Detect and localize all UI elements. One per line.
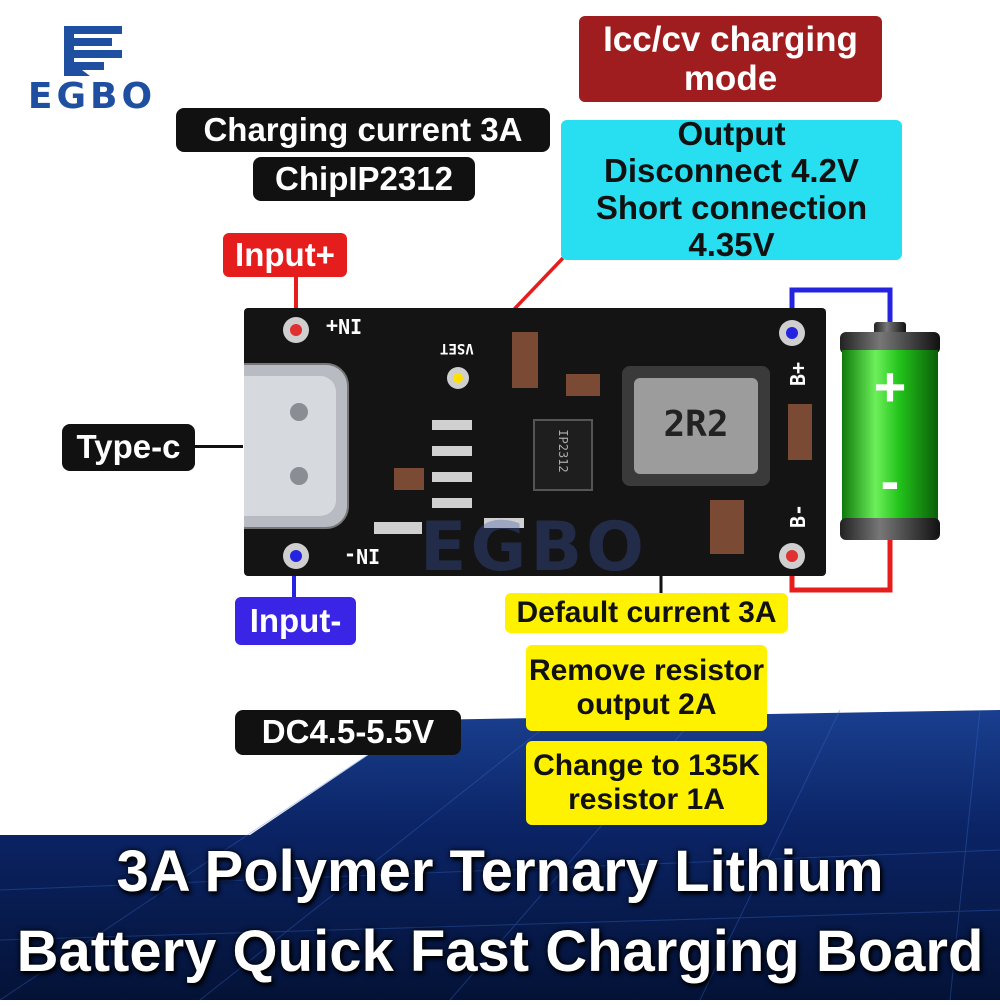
pin-b-plus-label: B+: [786, 361, 811, 387]
output-label: Output Disconnect 4.2V Short connection …: [561, 115, 902, 263]
board-watermark: EGBO: [420, 508, 648, 587]
chip-marking: IP2312: [556, 429, 570, 473]
default-current-label: Default current 3A: [505, 593, 788, 633]
type-c-label: Type-c: [62, 424, 195, 471]
change-resistor-line-2: resistor 1A: [568, 783, 725, 816]
pcb-board: IN+ IN- B+ B- VSET 2R2 IP2312 EGBO: [215, 308, 826, 587]
title-line-2: Battery Quick Fast Charging Board: [16, 919, 984, 984]
output-line-1: Output: [677, 115, 786, 153]
remove-resistor-line-1: Remove resistor: [528, 654, 765, 688]
mounting-holes: [283, 317, 805, 569]
inductor-marking: 2R2: [663, 404, 729, 445]
type-c-pointer: [195, 445, 243, 448]
pin-in-plus-label: IN+: [326, 314, 363, 338]
voltage-label: DC4.5-5.5V: [235, 710, 461, 755]
battery: + -: [838, 320, 942, 545]
output-line-3: Short connection 4.35V: [595, 189, 868, 263]
remove-resistor-line-2: output 2A: [576, 688, 717, 721]
change-resistor-label: Change to 135K resistor 1A: [526, 741, 767, 825]
change-resistor-line-1: Change to 135K: [533, 749, 760, 783]
pin-b-minus-label: B-: [786, 503, 811, 529]
battery-minus-symbol: -: [880, 449, 900, 512]
logo-mark-icon: [64, 26, 122, 76]
input-plus-label: Input+: [223, 233, 347, 277]
chip-label: ChipIP2312: [253, 157, 475, 201]
mode-line-1: Icc/cv charging: [603, 19, 858, 59]
pin-vset-label: VSET: [440, 340, 474, 356]
output-line-2: Disconnect 4.2V: [604, 152, 859, 190]
mode-label: Icc/cv charging mode: [579, 16, 882, 102]
remove-resistor-label: Remove resistor output 2A: [526, 645, 767, 731]
pin-in-minus-label: IN-: [344, 544, 381, 568]
brand-name: EGBO: [27, 76, 157, 117]
mode-line-2: mode: [683, 59, 778, 98]
title-line-1: 3A Polymer Ternary Lithium: [116, 839, 884, 904]
battery-plus-symbol: +: [873, 355, 907, 418]
input-minus-label: Input-: [235, 597, 356, 645]
charging-current-label: Charging current 3A: [176, 108, 550, 152]
egbo-logo: EGBO: [14, 20, 170, 117]
